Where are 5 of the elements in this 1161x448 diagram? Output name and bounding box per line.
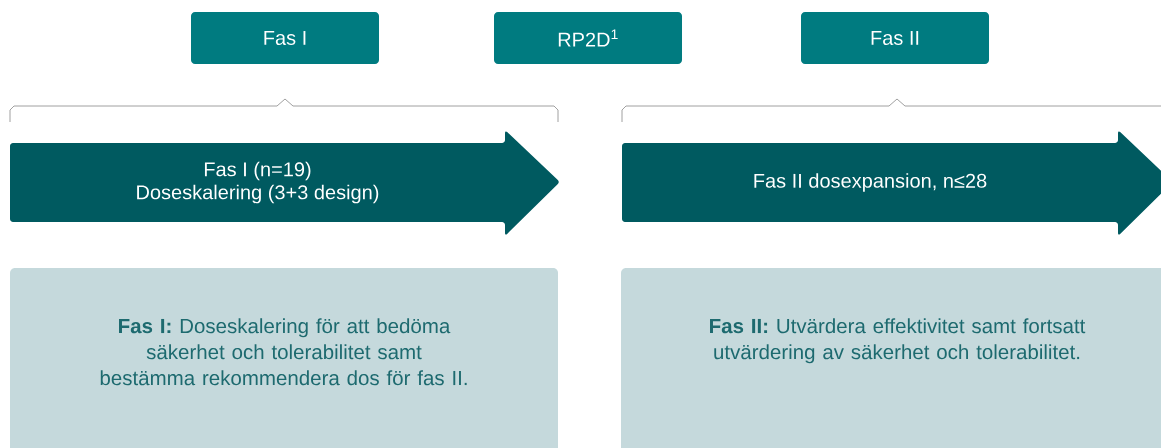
description-card: Fas I: Doseskalering för att bedöma säkerhet och tolerabilitet samt bestämma rekommendera dos för fas II. — [10, 268, 558, 448]
phase-box: Fas II — [801, 12, 989, 64]
phase-box: RP2D$^{1}$ — [494, 12, 682, 64]
description-card: Fas II: Utvärdera effektivitet samt fortsatt utvärdering av säkerhet och tolerabilitet. — [621, 268, 1161, 448]
phase-box: Fas I — [191, 12, 379, 64]
